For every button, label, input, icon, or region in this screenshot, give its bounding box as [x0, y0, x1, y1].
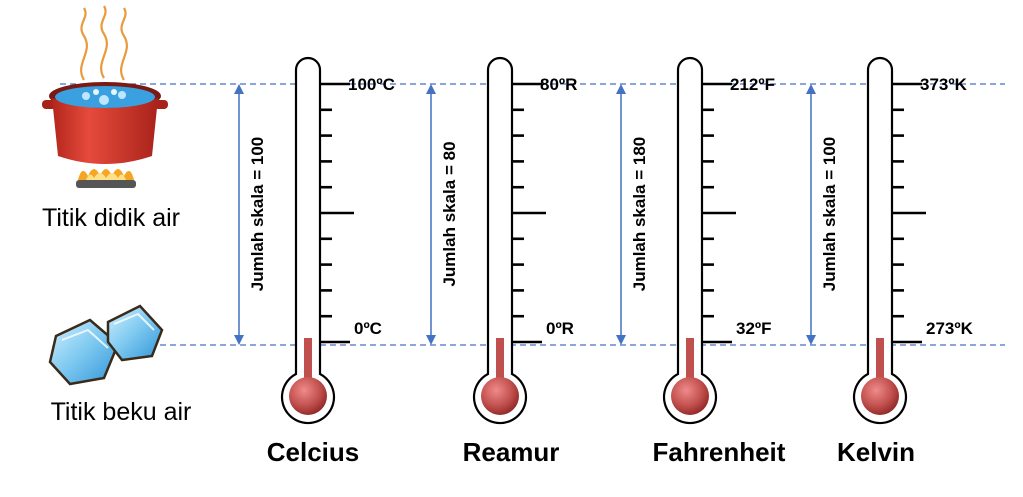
top-value-label: 373ºK	[920, 75, 968, 94]
boiling-pot-icon	[42, 5, 168, 188]
range-arrow-head-down	[806, 335, 816, 345]
scale-name-label: Kelvin	[837, 437, 915, 467]
bottom-value-label: 0ºR	[546, 319, 574, 338]
mercury-bulb	[671, 377, 709, 415]
thermometer-tube	[472, 56, 528, 425]
scale-range-label: Jumlah skala = 180	[630, 137, 649, 292]
mercury-bulb	[289, 377, 327, 415]
range-arrow-head-down	[426, 335, 436, 345]
top-value-label: 212ºF	[730, 75, 775, 94]
scale-range-label: Jumlah skala = 100	[820, 137, 839, 292]
thermometer-tube	[280, 56, 336, 425]
scale-name-label: Fahrenheit	[653, 437, 786, 467]
range-arrow-head-down	[234, 335, 244, 345]
top-value-label: 100ºC	[348, 75, 395, 94]
bottom-value-label: 32ºF	[736, 319, 772, 338]
bottom-value-label: 0ºC	[354, 319, 382, 338]
ice-cubes-icon	[48, 304, 164, 386]
range-arrow-head-down	[616, 335, 626, 345]
range-arrow-head-up	[426, 84, 436, 94]
range-arrow-head-up	[806, 84, 816, 94]
scale-range-label: Jumlah skala = 80	[440, 141, 459, 286]
thermometer-tube	[852, 56, 908, 425]
bottom-value-label: 273ºK	[926, 319, 974, 338]
mercury-bulb	[481, 377, 519, 415]
freezing-point-label: Titik beku air	[51, 398, 192, 426]
mercury-column	[686, 338, 694, 390]
scale-name-label: Reamur	[463, 437, 560, 467]
mercury-column	[304, 338, 312, 390]
range-arrow-head-up	[616, 84, 626, 94]
mercury-column	[876, 338, 884, 390]
mercury-column	[496, 338, 504, 390]
boiling-point-label: Titik didik air	[42, 204, 180, 232]
scale-name-label: Celcius	[267, 437, 360, 467]
thermometer-tube	[662, 56, 718, 425]
thermometer-reamur: 80ºR 0ºR Jumlah skala = 80 Reamur	[426, 56, 577, 467]
top-value-label: 80ºR	[540, 75, 577, 94]
range-arrow-head-up	[234, 84, 244, 94]
mercury-bulb	[861, 377, 899, 415]
scale-range-label: Jumlah skala = 100	[248, 137, 267, 292]
